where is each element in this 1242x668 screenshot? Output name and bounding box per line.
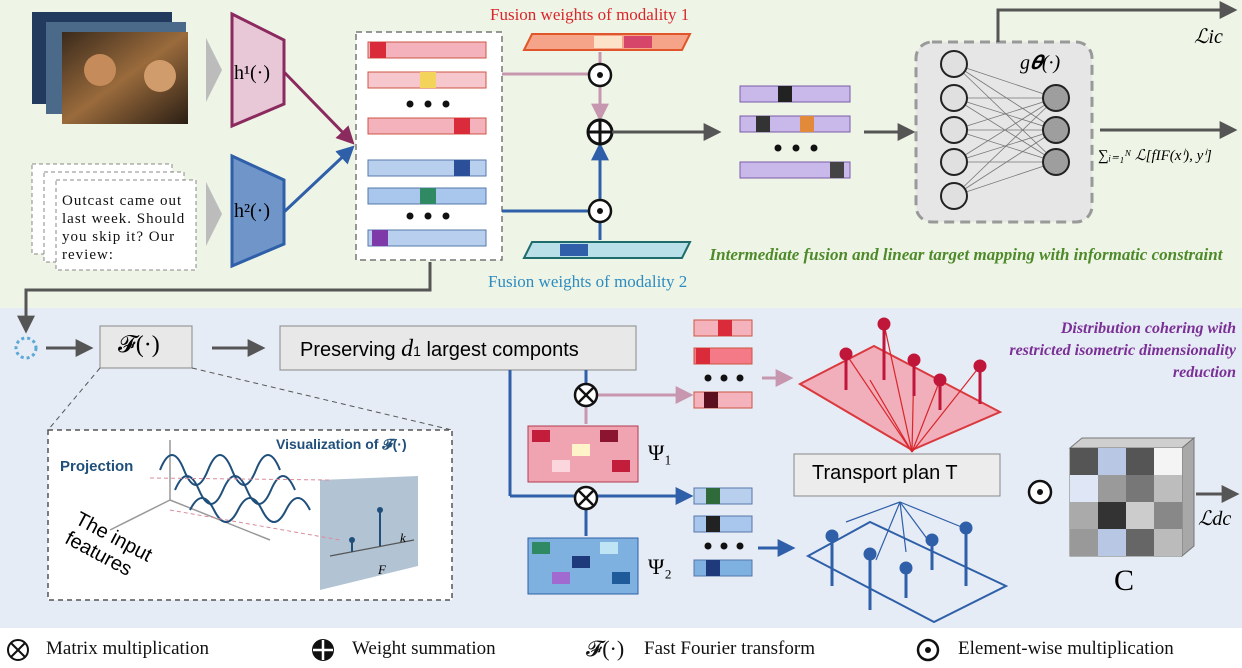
legend-weight-sum: Weight summation — [352, 638, 496, 659]
inset-k-label: k — [400, 530, 406, 545]
legend-elementwise-icon — [916, 638, 940, 662]
fusion-weight-bar-2 — [522, 241, 692, 259]
fusion-weight-bar-1 — [522, 33, 692, 51]
feature-dots-1 — [406, 100, 450, 108]
psi2-label: Ψ₂ — [648, 554, 672, 579]
modality2-features — [367, 159, 487, 247]
transport-plan-label: Transport plan T — [812, 462, 958, 484]
fused-dots — [774, 144, 818, 152]
output-neurons — [1042, 84, 1070, 176]
blue-dots — [704, 542, 744, 550]
arrow-chevron-text — [206, 182, 222, 246]
fusion-weights-2-label: Fusion weights of modality 2 — [488, 272, 688, 291]
elementwise-mult-op-1 — [587, 62, 613, 88]
C-label: C — [1114, 564, 1135, 597]
encoder-h2 — [230, 153, 286, 269]
h2-label: h²(·) — [234, 200, 270, 222]
elementwise-mult-op-2 — [587, 198, 613, 224]
matrix-mult-op-1 — [573, 382, 599, 408]
psi2-matrix — [527, 537, 639, 595]
red-projected-features — [693, 319, 753, 409]
network-edges — [953, 63, 1057, 197]
psi1-matrix — [527, 425, 639, 483]
movie-poster-stack — [32, 12, 188, 124]
cost-matrix-C — [1068, 436, 1196, 558]
inset-F-label: F — [378, 562, 386, 577]
loss-ic-label: ℒic — [1194, 26, 1223, 48]
psi1-label: Ψ₁ — [648, 440, 672, 465]
modality1-features — [367, 41, 487, 135]
text-review-stack — [31, 163, 197, 271]
fused-features — [739, 85, 851, 179]
review-text: Outcast came out last week. Should you s… — [62, 193, 186, 263]
h1-label: h¹(·) — [234, 62, 270, 84]
input-neurons — [940, 50, 968, 210]
elementwise-mult-op-3 — [1027, 479, 1053, 505]
fourier-box — [99, 325, 193, 369]
blue-projected-features — [693, 487, 753, 577]
legend-weight-sum-icon — [312, 639, 334, 661]
arrow-chevron-image — [206, 38, 222, 102]
fusion-weights-1-label: Fusion weights of modality 1 — [490, 5, 690, 24]
weight-sum-op — [586, 118, 614, 146]
legend-matrix-mult-icon — [7, 639, 29, 661]
bottom-caption: Distribution cohering with restricted is… — [1009, 320, 1236, 381]
blue-distribution — [805, 501, 1009, 624]
transport-plan-box — [793, 453, 1001, 497]
red-dots — [704, 374, 744, 382]
legend-matrix-mult: Matrix multiplication — [46, 638, 210, 659]
preserving-label: Preserving d1 largest compon­ts — [300, 336, 579, 362]
loss-dc-label: ℒdc — [1198, 508, 1232, 530]
visualization-label: Visualization of 𝓕(·) — [276, 436, 407, 452]
preserving-box — [279, 325, 637, 371]
legend-elementwise: Element-wise multiplication — [958, 638, 1174, 659]
feature-box — [355, 31, 503, 261]
top-caption: Intermediate fusion and linear target ma… — [709, 245, 1223, 264]
feature-dots-2 — [406, 212, 450, 220]
red-distribution — [797, 317, 1003, 453]
legend-fft: Fast Fourier transform — [644, 638, 815, 659]
legend-bar — [0, 628, 1242, 668]
matrix-mult-op-2 — [573, 485, 599, 511]
projection-label: Projection — [60, 458, 134, 475]
legend-fft-symbol: 𝓕(·) — [586, 636, 625, 661]
sum-loss-label: ∑ᵢ₌₁ᴺ ℒ[fIF(xⁱ), yⁱ] — [1098, 148, 1212, 164]
encoder-h1 — [230, 11, 286, 129]
g-theta-label: g𝜽(·) — [1020, 52, 1061, 74]
input-node — [14, 336, 38, 360]
fft-inset-graphic — [109, 440, 418, 590]
fourier-label: 𝓕(·) — [118, 332, 160, 358]
